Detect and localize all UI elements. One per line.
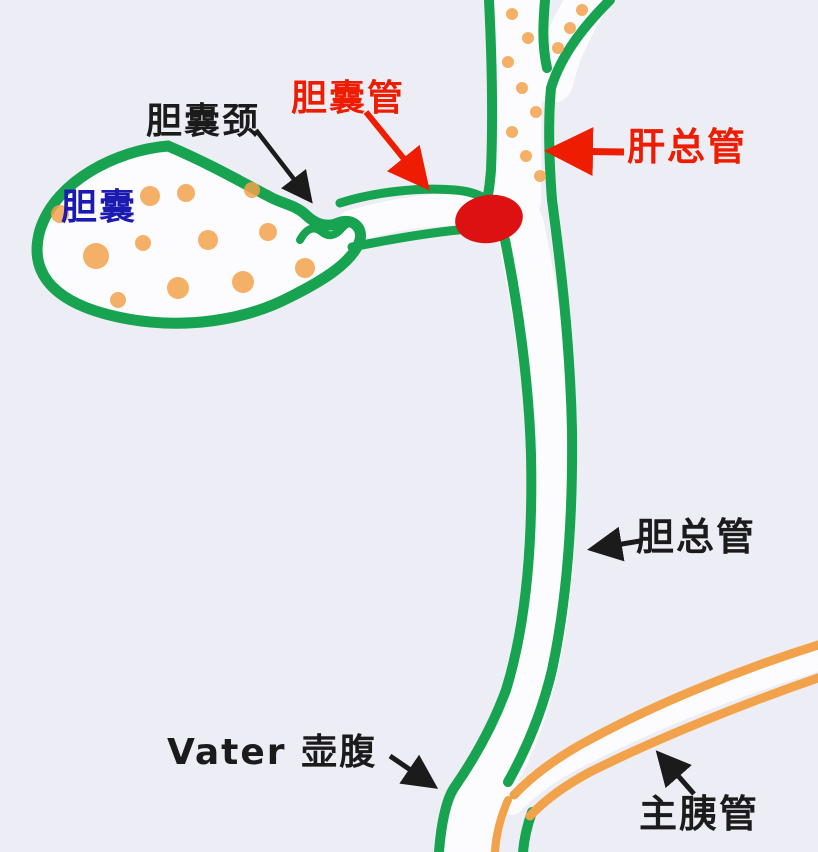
- pancreatic-duct-shape: [491, 640, 818, 852]
- gallbladder-outline: [31, 140, 366, 329]
- common-bile-duct-arrow: [587, 526, 641, 562]
- duct-interiors: [336, 0, 818, 852]
- label-main-pancreatic-duct: 主胰管: [639, 792, 760, 836]
- label-ampulla-of-vater: Vater 壶腹: [167, 732, 378, 773]
- bile-duct-interior: [442, 201, 577, 852]
- label-gallbladder-neck: 胆囊颈: [146, 101, 261, 142]
- label-cystic-duct: 胆囊管: [291, 78, 406, 119]
- label-gallbladder: 胆囊: [61, 187, 138, 228]
- annotation-arrows: [254, 110, 696, 796]
- pancreatic-duct-interior: [501, 649, 818, 815]
- gallstone: [455, 194, 523, 244]
- cystic-duct-arrow: [363, 110, 430, 191]
- gallbladder-bile-dots: [51, 182, 315, 308]
- gallbladder-neck-folds: [296, 218, 362, 244]
- common-hepatic-duct-arrow: [544, 127, 625, 177]
- hepatic-duct-bile-dots: [502, 4, 588, 182]
- gallbladder-shape: [31, 140, 366, 329]
- label-common-hepatic-duct: 肝总管: [627, 125, 748, 169]
- gallbladder-neck-arrow: [254, 128, 313, 204]
- ampulla-of-vater-arrow: [388, 753, 439, 789]
- label-common-bile-duct: 胆总管: [636, 515, 757, 559]
- main-pancreatic-duct-arrow: [655, 750, 696, 796]
- hepatic-duct-interior: [491, 0, 542, 225]
